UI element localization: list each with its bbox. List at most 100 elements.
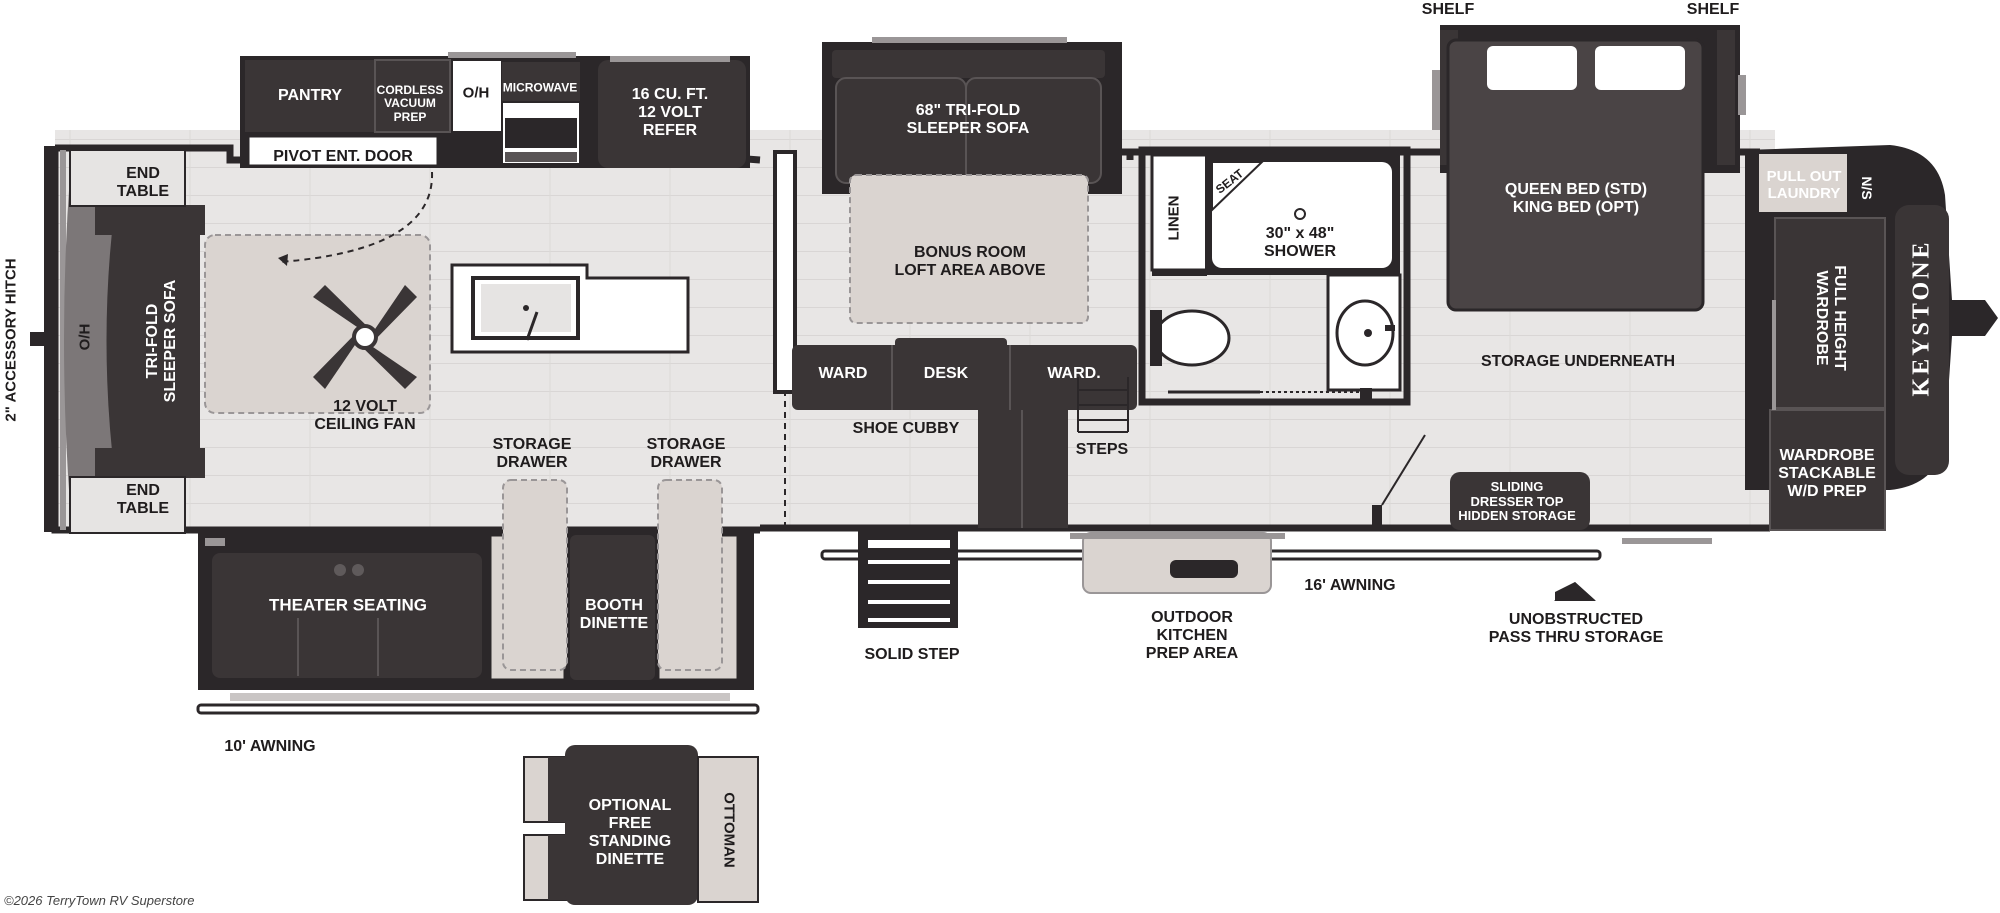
front-sofa-top-arm (95, 205, 205, 235)
outdoor-kitchen-label: OUTDOOR KITCHEN PREP AREA (1145, 609, 1239, 662)
pantry-box (245, 60, 375, 132)
left-slide-trim-top (205, 538, 225, 546)
refer-handle (610, 56, 730, 62)
awning-16-label: 16' AWNING (1304, 577, 1396, 595)
full-wardrobe-label: FULL HEIGHT WARDROBE (1813, 265, 1848, 371)
bonus-room-label: BONUS ROOM LOFT AREA ABOVE (894, 244, 1046, 279)
laundry-panel (1772, 300, 1776, 410)
solid-step-label: SOLID STEP (864, 646, 960, 664)
full-wardrobe-box (1774, 217, 1886, 409)
theater-seating (212, 553, 482, 678)
pivot-door-label: PIVOT ENT. DOOR (273, 148, 413, 166)
wardrobe-wd-box (1769, 409, 1886, 531)
sliding-dresser-label: SLIDING DRESSER TOP HIDDEN STORAGE (1458, 479, 1576, 524)
microwave-box (502, 62, 580, 102)
linen-cabinet (1150, 153, 1209, 272)
ward-left-label: WARD (818, 365, 868, 383)
outdoor-kitchen-trim (1070, 533, 1285, 539)
shower-drain (1294, 208, 1306, 220)
front-sleeper-label: TRI-FOLD SLEEPER SOFA (144, 279, 179, 403)
storage-drawer-1 (502, 479, 568, 671)
solid-step-icon (858, 528, 958, 628)
shower-pan (1212, 162, 1392, 268)
ns-label: N/S (1858, 176, 1875, 200)
swing-arrow (278, 254, 288, 266)
ceiling-fan-icon (313, 285, 417, 389)
end-table-bottom-label: END TABLE (116, 482, 170, 517)
oh-kitchen-label: O/H (462, 84, 490, 102)
front-sofa-bottom-arm (95, 448, 205, 478)
oh-box (451, 59, 503, 133)
hitch-label: 2" ACCESSORY HITCH (2, 258, 20, 422)
brand-plate (1895, 205, 1949, 475)
tri-fold-sofa-label: 68" TRI-FOLD SLEEPER SOFA (906, 102, 1030, 137)
linen-label: LINEN (1165, 195, 1183, 241)
ceiling-fan-label: 12 VOLT CEILING FAN (314, 398, 416, 433)
toilet-icon (1153, 309, 1231, 367)
desk-label: DESK (923, 365, 969, 383)
oh-front-label: O/H (76, 323, 94, 351)
ward-desk-unit (792, 345, 1137, 410)
pivot-door-box (246, 134, 440, 168)
awning-16-trim (1622, 538, 1712, 544)
front-cap-light (60, 150, 66, 530)
end-table-top (69, 149, 186, 207)
shoe-cubby-label: SHOE CUBBY (852, 420, 960, 438)
ottoman-box (697, 756, 759, 903)
bed-slide-trim-left (1432, 70, 1440, 130)
keystone-brand-logo: KEYSTONE (1908, 239, 1935, 397)
ward-right-label: WARD. (1047, 365, 1101, 383)
hitch-bar (30, 332, 46, 346)
pillow-right (1595, 46, 1685, 90)
kitchen-top-trim (448, 52, 576, 58)
pull-out-laundry-label: PULL OUT LAUNDRY (1766, 168, 1842, 202)
bath-door-jamb (1360, 388, 1372, 404)
pull-out-laundry-box (1757, 152, 1849, 214)
shower-seat (1211, 161, 1265, 213)
bed (1446, 38, 1705, 312)
refer-box (598, 60, 746, 168)
optional-dinette-chair-seat-bottom (548, 835, 570, 900)
wardrobe-wd-label: WARDROBE STACKABLE W/D PREP (1778, 447, 1876, 500)
storage-drawer-2-label: STORAGE DRAWER (646, 436, 726, 471)
refer-label: 16 CU. FT. 12 VOLT REFER (631, 86, 709, 139)
front-cap (44, 146, 58, 532)
ward-desk-top (895, 338, 1007, 350)
awning-10-bar (196, 703, 760, 715)
microwave-label: MICROWAVE (502, 80, 578, 95)
sliding-dresser (1450, 472, 1590, 530)
bedroom-door-leaf (1381, 434, 1426, 506)
bonus-slide-trim (872, 37, 1067, 43)
optional-dinette-label: OPTIONAL FREE STANDING DINETTE (588, 797, 672, 868)
optional-dinette-table (565, 745, 698, 905)
awning-10-shade (230, 693, 730, 701)
stove-icon (505, 118, 577, 162)
end-table-bottom (69, 476, 186, 534)
shelf-left-label: SHELF (1421, 1, 1475, 19)
bedroom-door (1372, 505, 1382, 527)
linen-shelf (1152, 270, 1207, 276)
copyright-text: ©2026 TerryTown RV Superstore (4, 893, 195, 908)
storage-underneath-label: STORAGE UNDERNEATH (1480, 353, 1676, 371)
pantry-label: PANTRY (278, 87, 342, 105)
storage-drawer-2 (657, 479, 723, 671)
theater-seating-label: THEATER SEATING (268, 595, 428, 615)
shelf-right-box (1717, 30, 1735, 165)
steps-icon (1077, 377, 1129, 433)
sink-icon (471, 276, 580, 341)
steps-label: STEPS (1075, 441, 1129, 459)
optional-dinette-chair-seat-top (548, 757, 570, 822)
booth-dinette-label: BOOTH DINETTE (579, 597, 649, 632)
awning-10-label: 10' AWNING (224, 738, 316, 756)
vacuum-label: CORDLESS VACUUM PREP (376, 82, 444, 124)
bath-sink-icon (1335, 299, 1395, 367)
pillow-left (1487, 46, 1577, 90)
outdoor-kitchen-base (1170, 560, 1238, 578)
pivot-door-swing (279, 171, 434, 263)
front-sofa (106, 205, 200, 478)
bath-walls (1138, 146, 1411, 406)
booth-table (570, 535, 655, 680)
storage-drawer-1-label: STORAGE DRAWER (492, 436, 572, 471)
unobstructed-label: UNOBSTRUCTED PASS THRU STORAGE (1488, 611, 1664, 646)
